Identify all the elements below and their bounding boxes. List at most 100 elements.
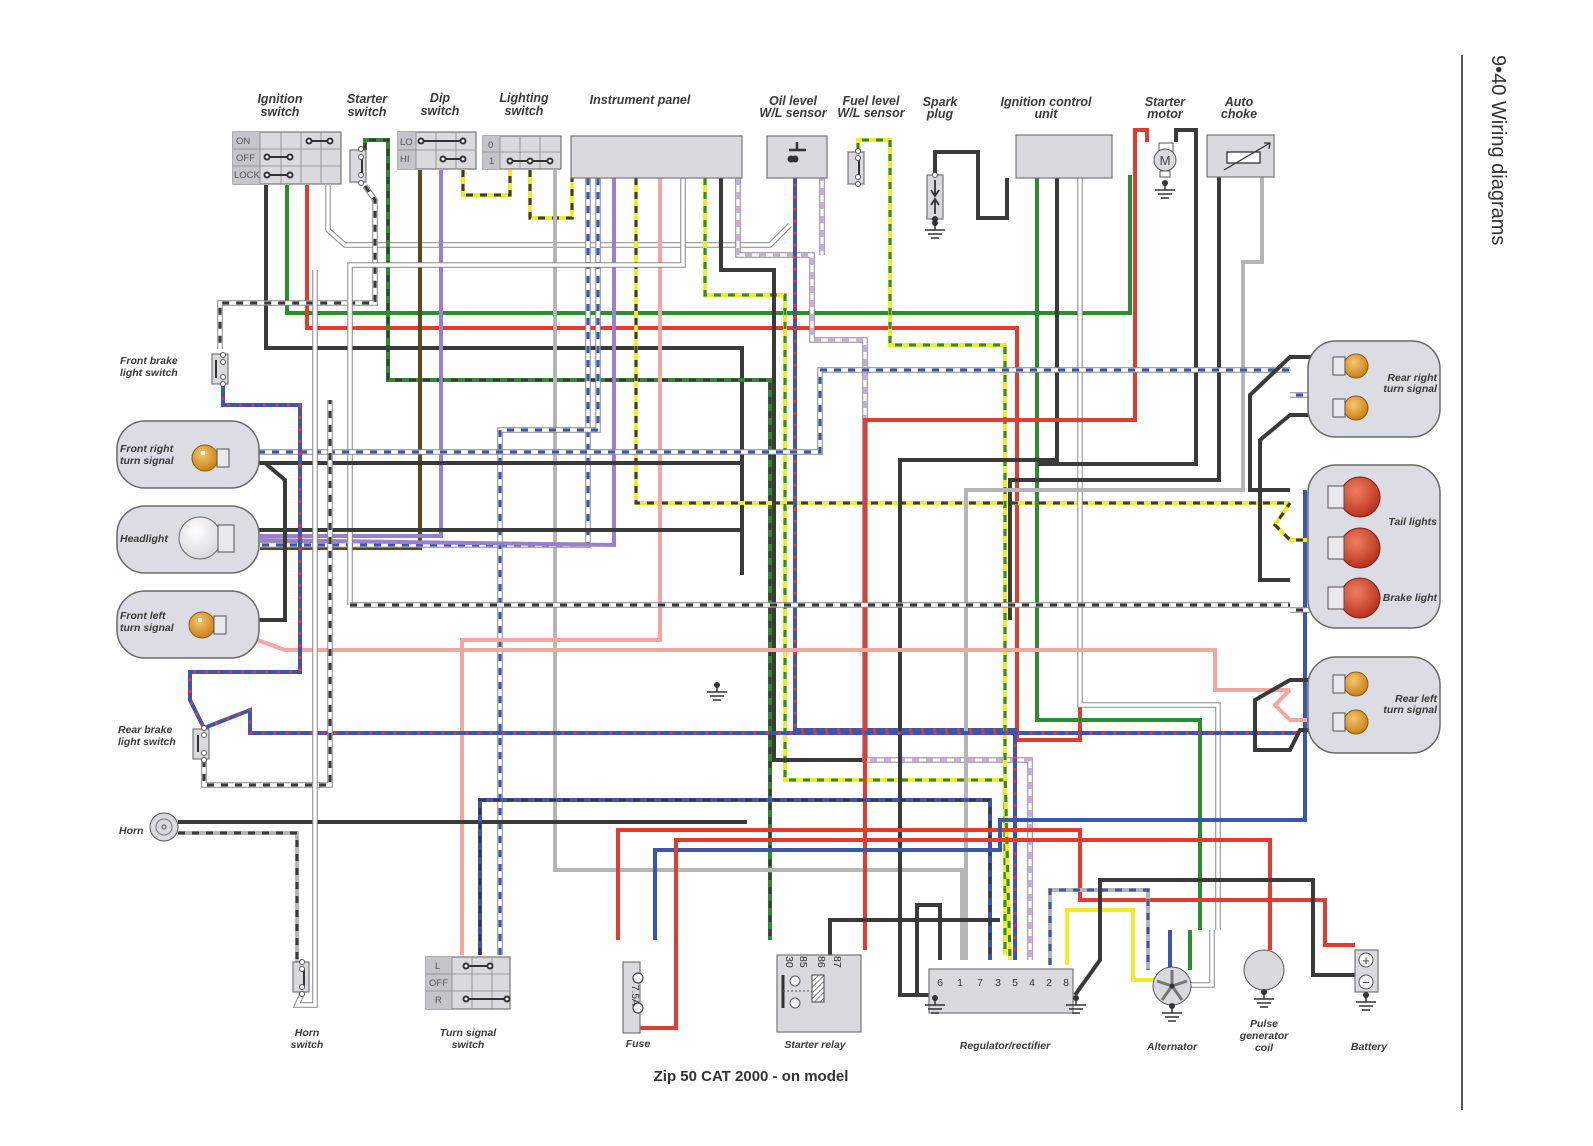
ground-icon — [925, 995, 945, 1014]
wire-choke-black — [1008, 160, 1221, 620]
fuse: 7.5A Fuse — [622, 961, 651, 1050]
tail-and-brake-lights: Tail lights Brake light — [1307, 464, 1441, 629]
rear-left-label: Rear left — [1395, 693, 1438, 705]
wire-ip-violet — [259, 178, 616, 548]
ignition-pos-on: ON — [236, 136, 250, 147]
front-brake-label: Front brake — [120, 355, 178, 367]
motor-symbol: M — [1160, 153, 1171, 168]
horn: Horn — [119, 812, 179, 842]
pulse-generator-coil: Pulse generator coil — [1239, 949, 1289, 1054]
auto-choke-label-2: choke — [1221, 107, 1257, 121]
rear-brake-label-2: light switch — [118, 736, 176, 748]
instrument-panel-label: Instrument panel — [590, 93, 691, 107]
dip-switch: Dip switch LO HI — [397, 91, 477, 170]
wire-starter-green-tracer — [363, 138, 772, 940]
rear-right-label-2: turn signal — [1383, 383, 1438, 395]
wire-ip-black — [719, 178, 1000, 762]
lighting-pos-1: 1 — [489, 156, 494, 167]
wire-rbs-blue-red-tracer — [203, 707, 1300, 735]
wire-light-yellow-black-tracer — [528, 170, 574, 220]
auto-choke-label: Auto — [1224, 95, 1254, 109]
regulator-pin-6: 6 — [937, 977, 943, 989]
alternator: Alternator — [1146, 966, 1198, 1053]
wire-ip-yellow-black-tracer — [634, 178, 1290, 505]
ground-symbols — [707, 180, 1376, 1022]
ignition-switch: Ignition switch ON OFF LOCK — [232, 92, 342, 185]
lighting-switch-label-2: switch — [505, 104, 544, 118]
wire-alt-white-core — [1190, 930, 1214, 987]
wire-ign-green — [285, 175, 1132, 315]
pulse-label: Pulse — [1250, 1018, 1278, 1030]
wire-horn-black — [178, 820, 747, 824]
ground-icon — [707, 682, 727, 701]
regulator-pin-7: 7 — [977, 977, 983, 989]
horn-switch-label-2: switch — [291, 1039, 324, 1051]
front-right-label-2: turn signal — [120, 455, 175, 467]
front-left-turn-signal: Front left turn signal — [116, 590, 260, 659]
turn-pos-off: OFF — [429, 978, 448, 989]
fuse-rating: 7.5A — [629, 985, 640, 1006]
page-header: 9•40 Wiring diagrams — [1487, 55, 1509, 245]
front-right-turn-signal: Front right turn signal — [116, 420, 260, 489]
brake-light-label: Brake light — [1383, 592, 1438, 604]
wire-tail-yellow-tracer — [1273, 502, 1345, 542]
regulator-pin-1: 1 — [957, 977, 963, 989]
wire-ip-lilac-white-tracer — [736, 178, 1032, 960]
pulse-label-2: generator — [1239, 1030, 1289, 1042]
wires — [178, 128, 1355, 1030]
icu-label-2: unit — [1035, 107, 1059, 121]
wire-fuse-blue — [653, 490, 1307, 940]
wire-reg-grey-blue-tracer — [1048, 888, 1150, 970]
ground-icon — [1254, 989, 1274, 1008]
front-right-label: Front right — [120, 443, 174, 455]
turn-pos-l: L — [435, 961, 440, 972]
pulse-label-3: coil — [1255, 1042, 1274, 1054]
rear-brake-label: Rear brake — [118, 724, 172, 736]
fuel-sensor-label: Fuel level — [843, 94, 900, 108]
fuse-label: Fuse — [626, 1038, 651, 1050]
wire-ip-blue-white-2 — [497, 178, 601, 955]
turn-pos-r: R — [435, 995, 442, 1006]
front-brake-label-2: light switch — [120, 367, 178, 379]
battery-minus: − — [1362, 975, 1370, 990]
wire-ign-white-core — [326, 185, 792, 247]
oil-sensor-label: Oil level — [769, 94, 817, 108]
regulator-pin-3: 3 — [995, 977, 1001, 989]
wire-horn-grey-black — [178, 831, 299, 962]
wire-light-grey — [553, 170, 964, 960]
wire-icu-green — [1035, 178, 1202, 930]
lighting-switch-label: Lighting — [499, 91, 549, 105]
spark-plug: Spark plug — [923, 95, 959, 222]
ground-icon — [1066, 995, 1086, 1014]
wire-horn-white-core — [294, 270, 317, 1007]
wire-motor-red — [863, 128, 1149, 950]
wire-oil-blue-red-tracer — [793, 160, 1017, 960]
wire-icu-black — [898, 178, 1059, 997]
dip-pos-hi: HI — [400, 154, 410, 165]
spark-plug-label: Spark — [923, 95, 959, 109]
wire-light-yellow-black — [528, 170, 574, 220]
wire-fr-blue-white — [230, 367, 1290, 455]
ignition-control-unit: Ignition control unit — [1001, 95, 1113, 179]
rear-right-turn-signal: Rear right turn signal — [1307, 340, 1441, 438]
wire-ip-white-core — [348, 178, 685, 605]
dip-switch-label: Dip — [430, 91, 451, 105]
regulator-label: Regulator/rectifier — [960, 1040, 1051, 1052]
battery-label: Battery — [1351, 1041, 1388, 1053]
dip-switch-label-2: switch — [421, 104, 460, 118]
battery-plus: + — [1362, 953, 1370, 968]
wire-fbs-blue-red — [188, 385, 302, 729]
rear-right-label: Rear right — [1387, 372, 1437, 384]
turn-switch-label-2: switch — [452, 1039, 485, 1051]
rear-left-label-2: turn signal — [1383, 704, 1438, 716]
wire-choke-grey — [964, 160, 1264, 960]
oil-sensor-label-2: W/L sensor — [759, 106, 827, 120]
ground-icon — [1155, 180, 1175, 199]
wire-alt-white — [1190, 930, 1215, 988]
dip-pos-lo: LO — [400, 137, 413, 148]
wire-ip-blue-white-1-core — [260, 178, 590, 547]
wire-fuel-green-yellow — [856, 138, 1012, 961]
wire-fr-blue-white-core — [230, 368, 1290, 454]
front-brake-light-switch: Front brake light switch — [120, 352, 229, 387]
